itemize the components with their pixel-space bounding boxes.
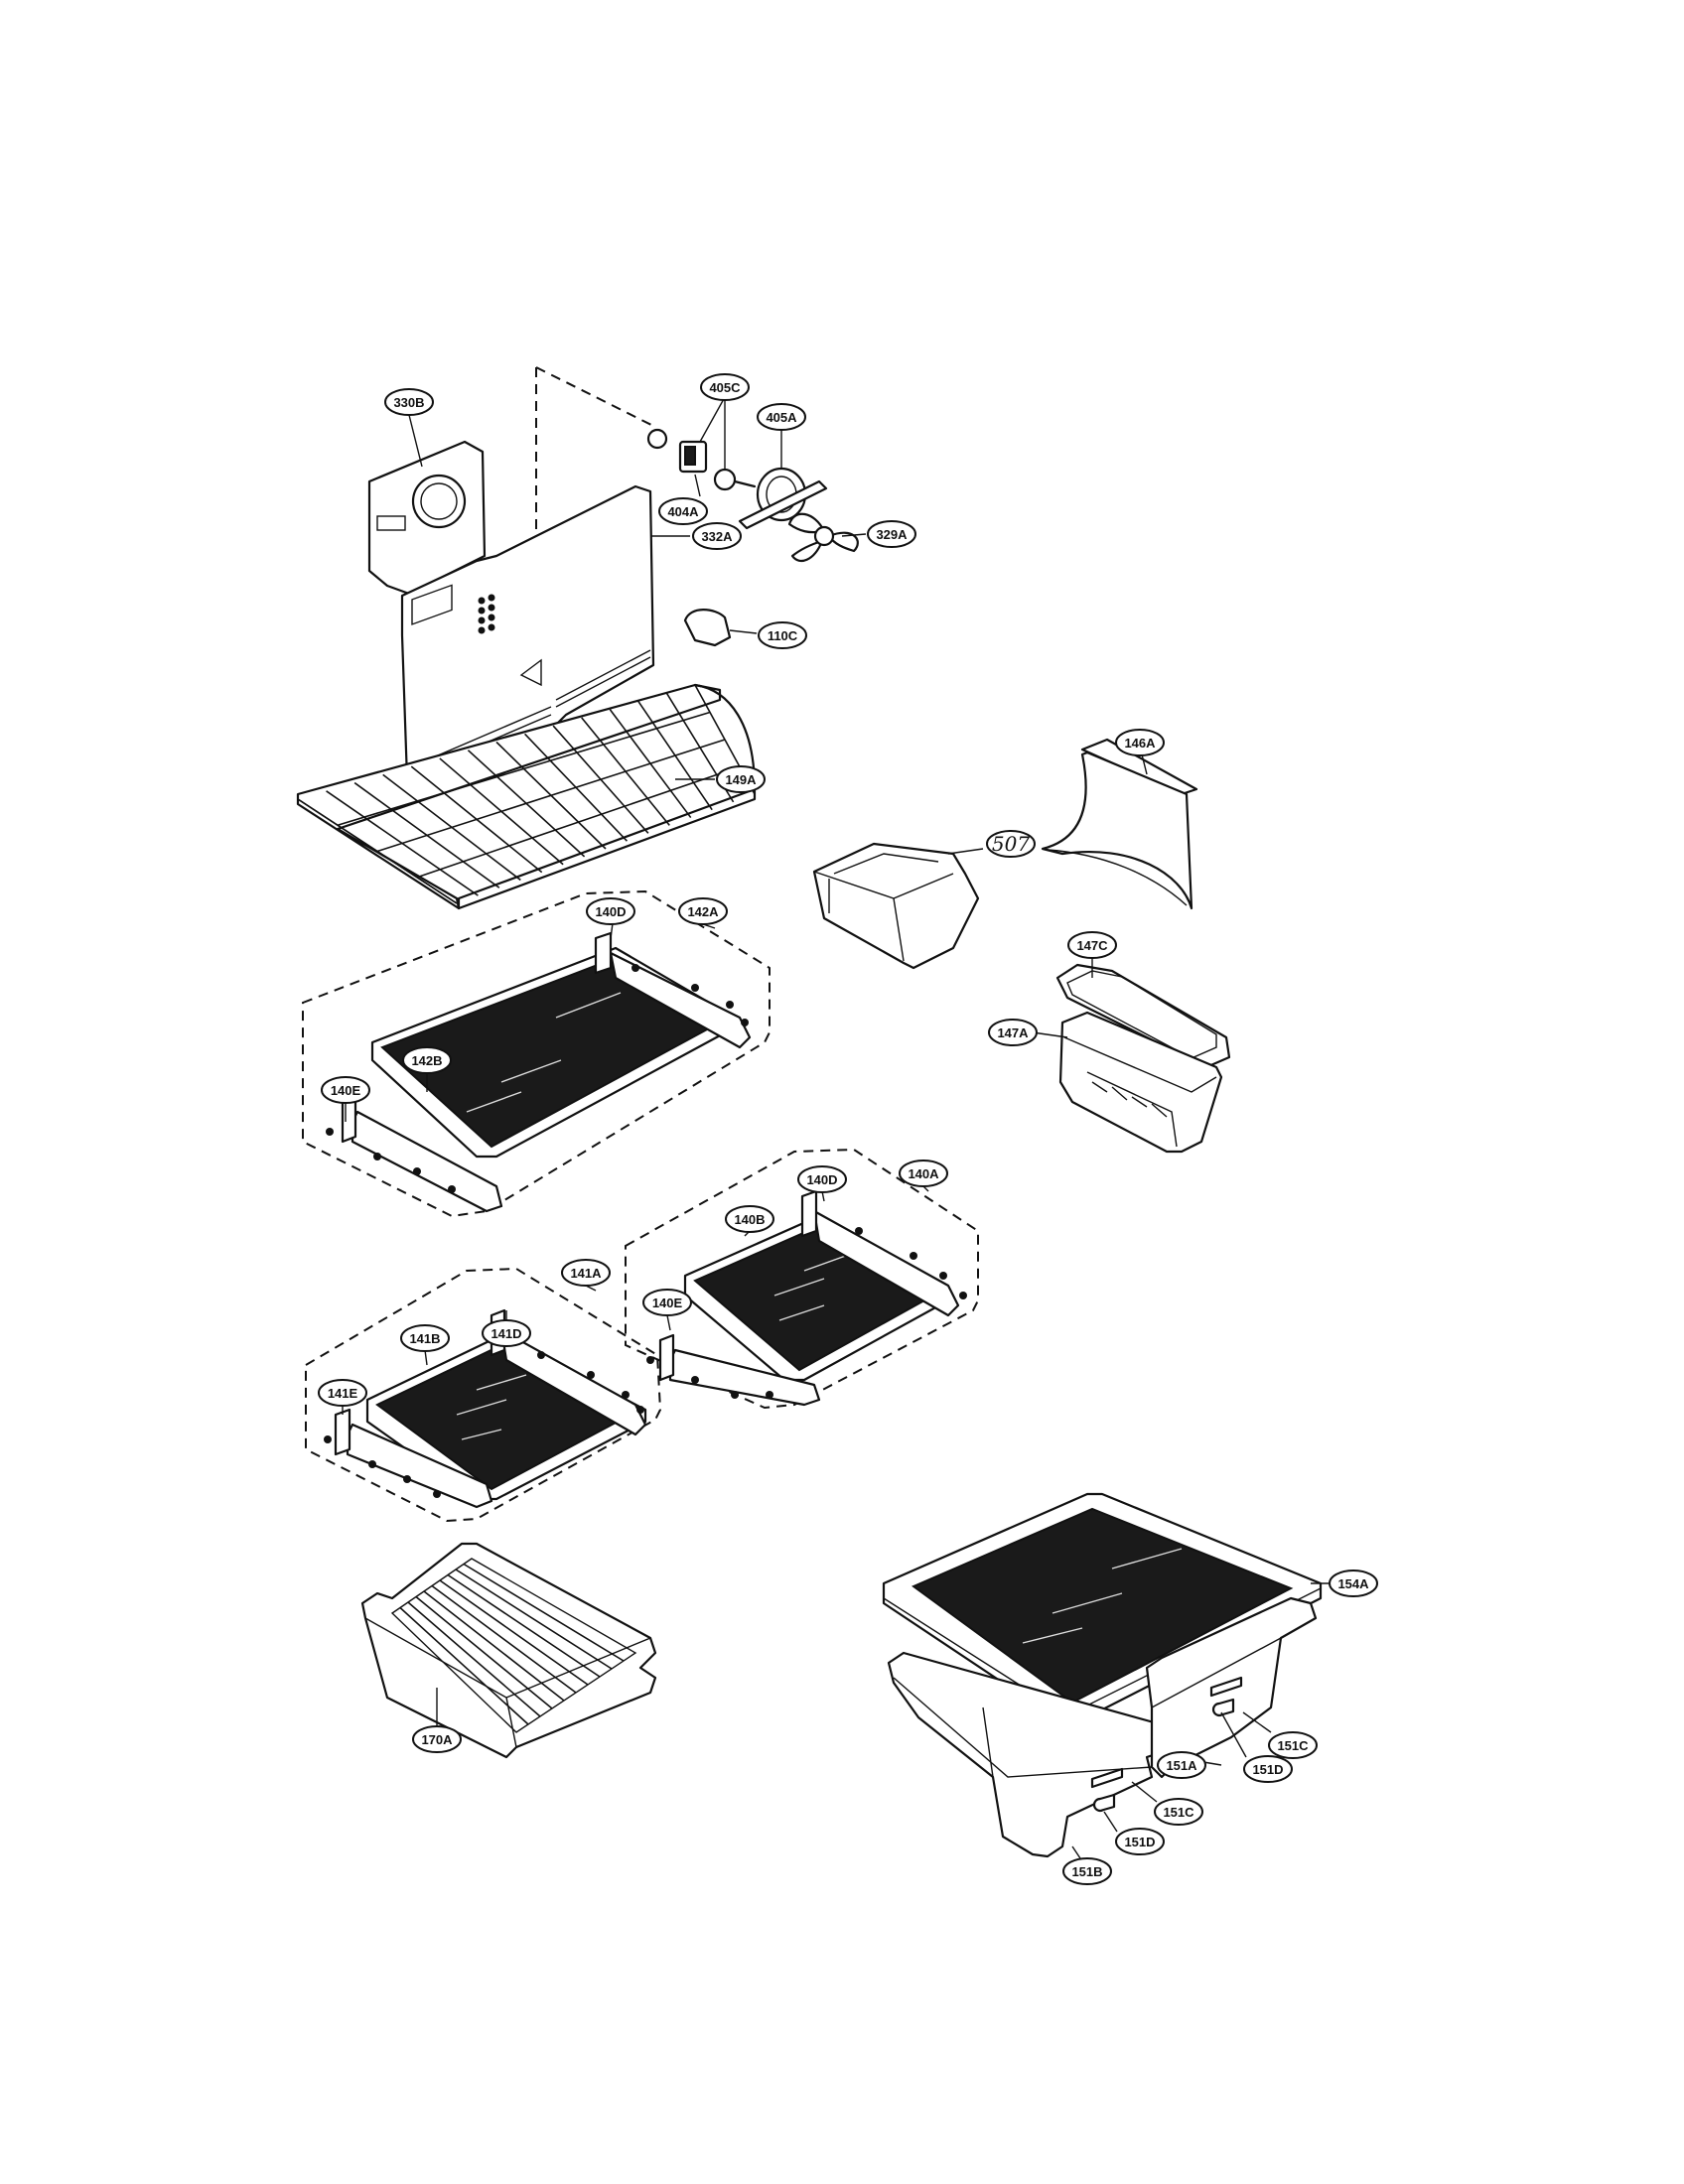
fan-duct-assembly (367, 366, 859, 791)
callout-147a: 147A (988, 1019, 1038, 1046)
callout-142b: 142B (402, 1046, 452, 1074)
svg-text:151C: 151C (1163, 1805, 1194, 1820)
svg-text:142B: 142B (411, 1053, 442, 1068)
callout-147c: 147C (1067, 931, 1117, 959)
shelf-glass-140b (693, 1224, 935, 1372)
svg-text:404A: 404A (667, 504, 699, 519)
svg-text:330B: 330B (393, 395, 424, 410)
callout-151c-right: 151C (1268, 1731, 1318, 1759)
callout-146a: 146A (1115, 729, 1165, 756)
callout-151c-left: 151C (1154, 1798, 1203, 1826)
svg-text:141B: 141B (409, 1331, 440, 1346)
callout-142a: 142A (678, 897, 728, 925)
callout-140e-mid: 140E (642, 1289, 692, 1316)
svg-text:147A: 147A (997, 1025, 1029, 1040)
svg-text:151B: 151B (1071, 1864, 1102, 1879)
door-bin-147a (1058, 1011, 1223, 1154)
svg-text:141A: 141A (570, 1266, 602, 1281)
callout-151b: 151B (1062, 1857, 1112, 1885)
callout-332a: 332A (692, 522, 742, 550)
shelf-rail-140d (609, 951, 752, 1049)
callouts: 330B 405C 405A 404A 329A 332A 110C 149A … (318, 373, 1378, 1885)
glass-shelf-assembly-142a (302, 889, 771, 1218)
shelf-rail-140e (668, 1348, 821, 1407)
svg-text:140A: 140A (908, 1166, 939, 1181)
svg-text:151C: 151C (1277, 1738, 1309, 1753)
callout-110c: 110C (758, 621, 807, 649)
duct-vent-slots (478, 594, 495, 634)
callout-141e: 141E (318, 1379, 367, 1407)
motor-mount-405c (713, 468, 737, 491)
door-bin-147c (1055, 963, 1231, 1069)
callout-405a: 405A (757, 403, 806, 431)
callout-140d-top: 140D (586, 897, 635, 925)
drawer-handle (1209, 1676, 1243, 1698)
callout-151d-left: 151D (1115, 1828, 1165, 1855)
fan-blade-329a (787, 512, 859, 563)
callout-405c: 405C (700, 373, 750, 401)
crisper-drawer-151a (1145, 1596, 1318, 1779)
callout-329a: 329A (867, 520, 916, 548)
svg-text:151D: 151D (1124, 1835, 1155, 1849)
svg-text:147C: 147C (1076, 938, 1108, 953)
svg-text:142A: 142A (687, 904, 719, 919)
storage-bin-507 (812, 842, 980, 970)
svg-text:140E: 140E (331, 1083, 361, 1098)
svg-text:110C: 110C (768, 628, 798, 643)
shelf-rail-140e (351, 1110, 503, 1213)
callout-140a: 140A (899, 1160, 948, 1187)
glass-shelf-assembly-140a (625, 1148, 979, 1410)
callout-170a: 170A (412, 1725, 462, 1753)
callout-330b: 330B (384, 388, 434, 416)
svg-text:332A: 332A (701, 529, 733, 544)
svg-text:151D: 151D (1252, 1762, 1283, 1777)
drawer-ribs (399, 1563, 625, 1725)
callout-149a: 149A (716, 765, 766, 793)
callout-507: 507 (986, 830, 1036, 858)
callout-141d: 141D (482, 1319, 531, 1347)
svg-text:146A: 146A (1124, 736, 1156, 751)
svg-text:151A: 151A (1166, 1758, 1197, 1773)
svg-text:329A: 329A (876, 527, 908, 542)
shelf-rail-141e (346, 1423, 493, 1509)
drawer-handle (1090, 1767, 1124, 1789)
grommet-icon (646, 428, 668, 450)
svg-text:507: 507 (992, 832, 1030, 856)
svg-text:140B: 140B (734, 1212, 765, 1227)
alignment-line (535, 366, 656, 428)
callout-404a: 404A (658, 497, 708, 525)
shelf-rail-140d (812, 1209, 960, 1317)
callout-140b: 140B (725, 1205, 774, 1233)
svg-text:405C: 405C (709, 380, 741, 395)
crisper-cover-glass (912, 1507, 1294, 1705)
svg-text:141D: 141D (491, 1326, 521, 1341)
callout-154a: 154A (1329, 1570, 1378, 1597)
svg-text:149A: 149A (725, 772, 757, 787)
fan-bracket (738, 479, 828, 530)
crisper-cover-154a (882, 1492, 1323, 1724)
callout-140d-mid: 140D (797, 1165, 847, 1193)
duct-panel-332a (400, 484, 655, 791)
svg-text:170A: 170A (421, 1732, 453, 1747)
callout-141a: 141A (561, 1259, 611, 1287)
callout-140e-top: 140E (321, 1076, 370, 1104)
meat-drawer-170a (360, 1542, 657, 1759)
svg-text:140E: 140E (652, 1296, 683, 1310)
svg-text:154A: 154A (1337, 1576, 1369, 1591)
svg-text:141E: 141E (328, 1386, 358, 1401)
glass-shelf-assembly-141a (305, 1267, 662, 1523)
wire-grid (297, 684, 756, 904)
svg-text:405A: 405A (766, 410, 797, 425)
callout-141b: 141B (400, 1324, 450, 1352)
callout-151d-right: 151D (1243, 1755, 1293, 1783)
curved-shelf-146a (1041, 738, 1198, 910)
svg-text:140D: 140D (806, 1172, 837, 1187)
damper-110c (683, 609, 732, 647)
svg-text:140D: 140D (595, 904, 626, 919)
wire-shelf-149a (296, 683, 757, 910)
callout-151a: 151A (1157, 1751, 1206, 1779)
